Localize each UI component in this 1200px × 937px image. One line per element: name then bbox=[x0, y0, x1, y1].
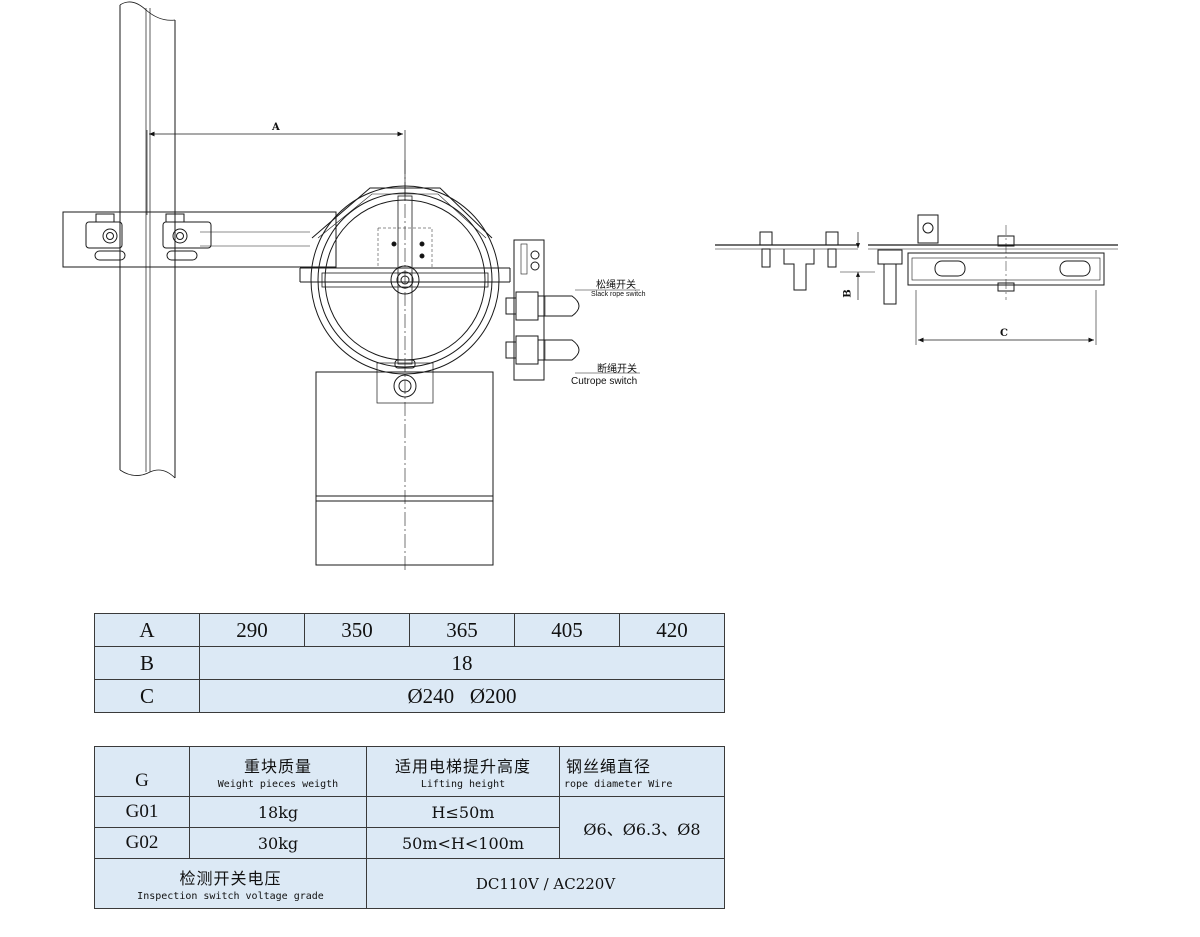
side-view bbox=[715, 214, 1118, 345]
voltage-label-cell: 检测开关电压 Inspection switch voltage grade bbox=[94, 858, 367, 909]
value-cell: 350 bbox=[304, 613, 410, 647]
dimension-c-label: C bbox=[1000, 328, 1008, 339]
specification-table: G 重块质量 Weight pieces weigth 适用电梯提升高度 Lif… bbox=[94, 746, 725, 909]
model-cell: G01 bbox=[94, 796, 190, 828]
cut-rope-switch-label-en: Cutrope switch bbox=[571, 376, 638, 387]
value-cell: Ø240 Ø200 bbox=[199, 679, 725, 713]
guide-rail bbox=[119, 1, 176, 479]
weight-cell: 18kg bbox=[189, 796, 367, 828]
cut-rope-switch-label-zh: 断绳开关 bbox=[597, 364, 637, 375]
voltage-value-cell: DC110V / AC220V bbox=[366, 858, 725, 909]
table-row: G01 18kg H≤50m Ø6、Ø6.3、Ø8 bbox=[94, 796, 725, 859]
clamp-bolt-right bbox=[162, 213, 212, 261]
weight-hook bbox=[376, 359, 434, 404]
table-row: 检测开关电压 Inspection switch voltage grade D… bbox=[94, 858, 725, 909]
slack-rope-switch-label-zh: 松绳开关 bbox=[596, 280, 636, 291]
height-cell: 50m<H<100m bbox=[366, 827, 560, 859]
table-row: G02 30kg 50m<H<100m bbox=[94, 827, 725, 859]
dimension-table: A 290 350 365 405 420 B 18 C Ø240 Ø200 bbox=[94, 613, 725, 713]
table-header-row: G 重块质量 Weight pieces weigth 适用电梯提升高度 Lif… bbox=[94, 746, 725, 797]
value-cell: 405 bbox=[514, 613, 620, 647]
value-cell: 420 bbox=[619, 613, 725, 647]
weight-cell: 30kg bbox=[189, 827, 367, 859]
row-label-c: C bbox=[94, 679, 200, 713]
tensioning-device-drawing bbox=[62, 1, 1118, 570]
slack-rope-switch-label-en: Slack rope switch bbox=[591, 291, 646, 298]
header-rope-diameter: 钢丝绳直径 rope diameter Wire bbox=[559, 746, 725, 797]
value-cell: 18 bbox=[199, 646, 725, 680]
rope-diameter-cell: Ø6、Ø6.3、Ø8 bbox=[559, 796, 725, 859]
row-label-a: A bbox=[94, 613, 200, 647]
dimension-b-label: B bbox=[842, 289, 854, 298]
switch-plate bbox=[513, 239, 545, 381]
row-label-b: B bbox=[94, 646, 200, 680]
header-weight: 重块质量 Weight pieces weigth bbox=[189, 746, 367, 797]
table-row: C Ø240 Ø200 bbox=[94, 679, 725, 713]
slack-rope-switch bbox=[505, 289, 640, 321]
cut-rope-switch bbox=[505, 335, 640, 374]
dimension-a-label: A bbox=[272, 122, 280, 133]
value-cell: 365 bbox=[409, 613, 515, 647]
counterweight-box bbox=[315, 371, 494, 566]
header-g: G bbox=[94, 746, 190, 797]
height-cell: H≤50m bbox=[366, 796, 560, 828]
table-row: B 18 bbox=[94, 646, 725, 680]
header-lifting-height: 适用电梯提升高度 Lifting height bbox=[366, 746, 560, 797]
table-row: A 290 350 365 405 420 bbox=[94, 613, 725, 647]
clamp-bolt-left bbox=[85, 213, 126, 261]
value-cell: 290 bbox=[199, 613, 305, 647]
model-cell: G02 bbox=[94, 827, 190, 859]
